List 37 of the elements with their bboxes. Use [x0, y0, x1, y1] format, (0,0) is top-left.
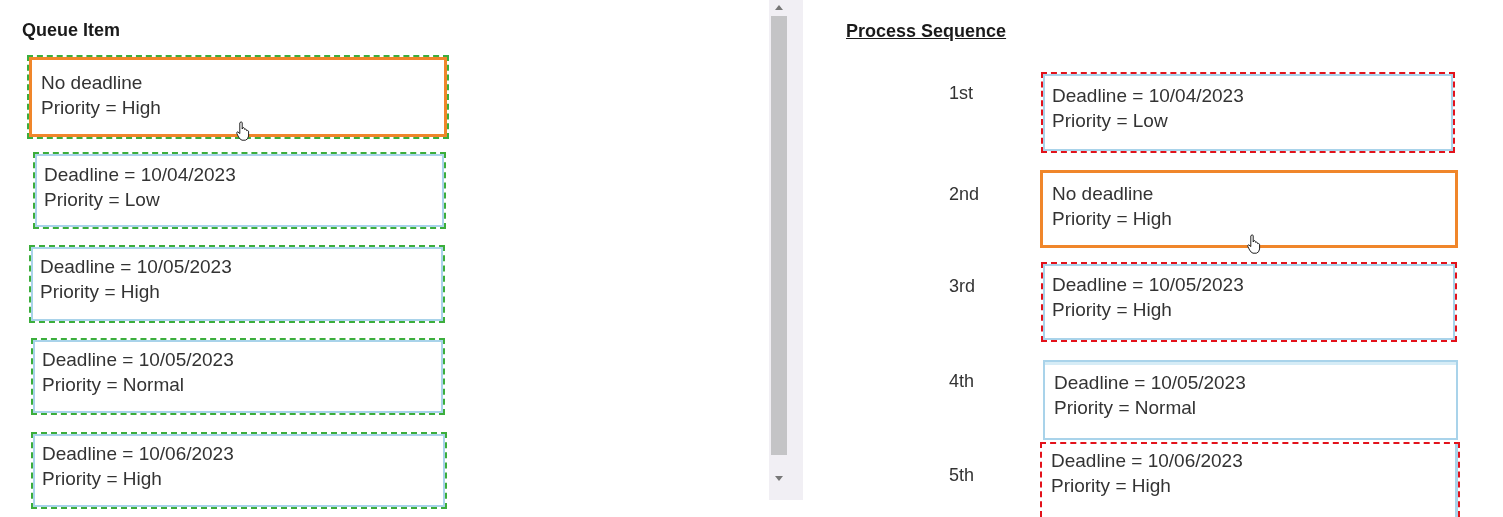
priority-text: Priority = Normal [42, 374, 184, 396]
sequence-item-card [1040, 442, 1460, 517]
priority-text: Priority = Low [1052, 110, 1168, 132]
rank-label: 1st [949, 83, 973, 104]
column-heading: Queue Item [22, 20, 121, 41]
queue-item-card [29, 57, 447, 137]
queue-item-card [33, 152, 446, 229]
deadline-text: Deadline = 10/04/2023 [1052, 85, 1244, 107]
priority-text: Priority = High [1052, 208, 1172, 230]
sequence-item-card [1043, 360, 1458, 440]
deadline-text: Deadline = 10/05/2023 [42, 349, 234, 371]
deadline-text: No deadline [1052, 183, 1154, 205]
sequence-item-card [1040, 170, 1458, 248]
deadline-text: Deadline = 10/05/2023 [1052, 274, 1244, 296]
queue-item-card [29, 245, 445, 323]
priority-text: Priority = High [40, 281, 160, 303]
deadline-text: No deadline [41, 72, 143, 94]
rank-label: 2nd [949, 184, 980, 205]
priority-text: Priority = High [42, 468, 162, 490]
priority-text: Priority = High [1051, 475, 1171, 497]
priority-text: Priority = Low [44, 189, 160, 211]
deadline-text: Deadline = 10/06/2023 [42, 443, 234, 465]
priority-text: Priority = High [1052, 299, 1172, 321]
sequence-item-card [1041, 72, 1455, 153]
rank-label: 4th [949, 371, 975, 392]
deadline-text: Deadline = 10/04/2023 [44, 164, 236, 186]
priority-text: Priority = High [41, 97, 161, 119]
deadline-text: Deadline = 10/05/2023 [1054, 372, 1246, 394]
priority-text: Priority = Normal [1054, 397, 1196, 419]
sequence-item-card [1041, 262, 1457, 342]
rank-label: 3rd [949, 276, 975, 297]
deadline-text: Deadline = 10/06/2023 [1051, 450, 1243, 472]
column-heading: Process Sequence [846, 21, 1007, 42]
queue-item-card [31, 338, 445, 415]
deadline-text: Deadline = 10/05/2023 [40, 256, 232, 278]
rank-label: 5th [949, 465, 975, 486]
queue-item-card [31, 432, 447, 509]
